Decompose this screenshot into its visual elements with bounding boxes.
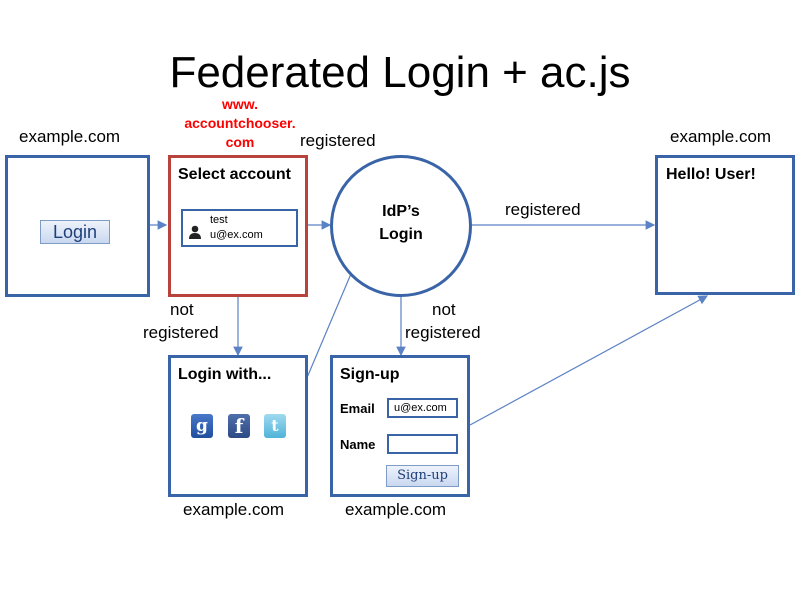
domain-label-signup: example.com	[345, 500, 447, 519]
facebook-icon[interactable]: f	[228, 414, 250, 438]
edge-label-registered-right-2: registered	[405, 323, 481, 342]
twitter-icon[interactable]: t	[264, 414, 286, 438]
signup-name-field[interactable]	[387, 434, 458, 454]
domain-label-left: example.com	[19, 127, 121, 146]
accountchooser-line3: com	[225, 134, 255, 150]
arrow-signup-to-hello	[469, 295, 709, 426]
account-entry[interactable]: test u@ex.com	[181, 209, 298, 247]
edge-label-registered-right: registered	[505, 200, 581, 219]
login-with-box: Login with... g f t	[168, 355, 308, 497]
accountchooser-url: www. accountchooser. com	[160, 95, 320, 152]
accountchooser-line2: accountchooser.	[184, 115, 296, 131]
signup-title: Sign-up	[340, 366, 400, 383]
accountchooser-line1: www.	[221, 96, 259, 112]
signup-button[interactable]: Sign-up	[386, 465, 459, 487]
edge-label-not-right: not	[432, 300, 456, 319]
account-name: test	[210, 214, 228, 226]
arrow-loginwith-to-idp	[305, 260, 358, 381]
signup-box: Sign-up Email u@ex.com Name Sign-up	[330, 355, 470, 497]
hello-user-box: Hello! User!	[655, 155, 795, 295]
signup-email-field[interactable]: u@ex.com	[387, 398, 458, 418]
user-icon	[189, 225, 201, 239]
idp-label-line1: IdP’s	[382, 203, 420, 220]
edge-label-not-left: not	[170, 300, 194, 319]
login-with-title: Login with...	[178, 366, 272, 383]
google-icon[interactable]: g	[191, 414, 213, 438]
login-page-box: Login	[5, 155, 150, 297]
login-button[interactable]: Login	[40, 220, 110, 244]
hello-user-title: Hello! User!	[666, 166, 756, 183]
select-account-box: Select account test u@ex.com	[168, 155, 308, 297]
signup-email-label: Email	[340, 401, 375, 416]
edge-label-registered-top: registered	[300, 131, 376, 150]
idp-label-line2: Login	[379, 226, 423, 243]
domain-label-login-with: example.com	[183, 500, 285, 519]
account-email: u@ex.com	[210, 229, 263, 241]
page-title: Federated Login + ac.js	[169, 48, 631, 97]
edge-label-registered-left: registered	[143, 323, 219, 342]
signup-name-label: Name	[340, 437, 376, 452]
idp-login-circle: IdP’s Login	[330, 155, 472, 297]
domain-label-right: example.com	[670, 127, 772, 146]
select-account-title: Select account	[178, 166, 291, 183]
